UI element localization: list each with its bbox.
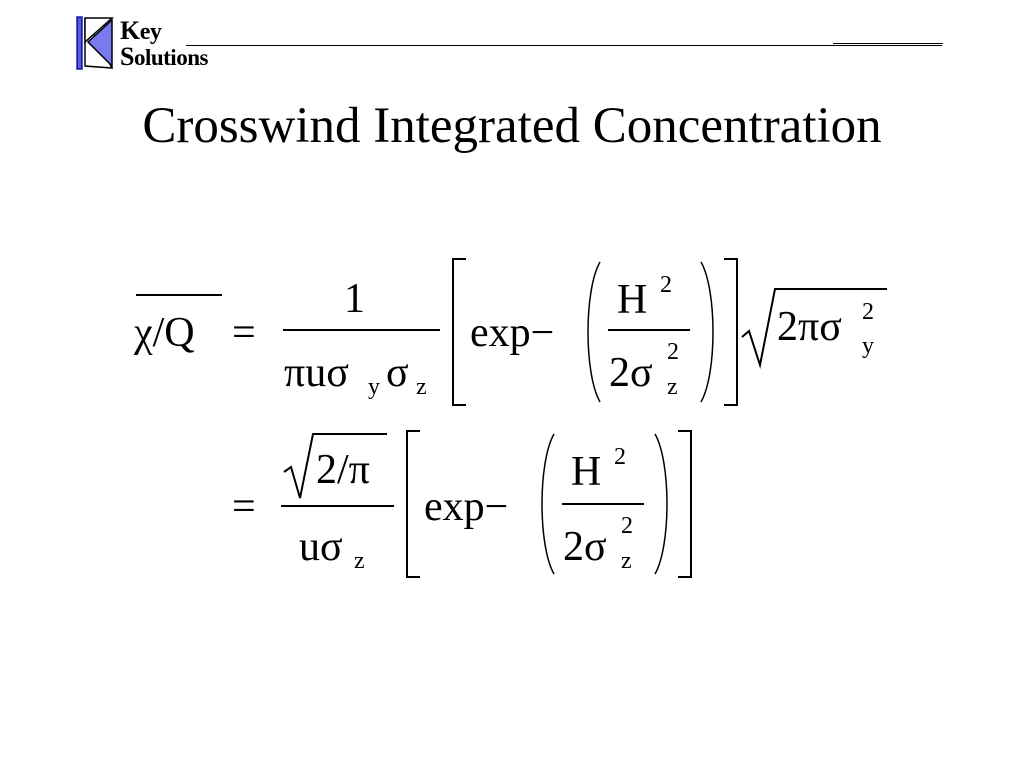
inner-fraction-bar-1 xyxy=(608,329,690,331)
lhs-chi-over-q: χ/Q xyxy=(134,310,195,356)
square-bracket-left-2 xyxy=(406,430,420,578)
fraction-2-denominator: uσ xyxy=(299,524,343,570)
inner-denominator-sub-1: z xyxy=(667,374,678,400)
fraction-1-subscript-z: z xyxy=(416,374,427,400)
logo-text-key: Key xyxy=(120,16,162,45)
company-logo: Key Solutions xyxy=(76,16,216,72)
fraction-2-numerator-radicand: 2/π xyxy=(316,447,370,493)
fraction-1-subscript-y: y xyxy=(368,374,380,400)
logo-text-solutions: Solutions xyxy=(120,42,208,71)
inner-numerator-h-1: H xyxy=(617,277,648,323)
square-bracket-left-1 xyxy=(452,258,466,406)
equals-sign-1: = xyxy=(232,310,256,356)
sqrt-radicand-1: 2πσ xyxy=(777,304,842,350)
inner-denominator-1: 2σ xyxy=(609,350,653,396)
inner-denominator-sup-1: 2 xyxy=(667,339,679,365)
square-bracket-right-1 xyxy=(724,258,738,406)
exp-minus-1: exp− xyxy=(470,310,555,356)
fraction-1-denominator-sigma: σ xyxy=(386,350,409,396)
inner-denominator-2: 2σ xyxy=(563,524,607,570)
inner-numerator-h-2: H xyxy=(571,449,602,495)
inner-numerator-sup-1: 2 xyxy=(660,272,672,298)
fraction-1-denominator-base: πuσ xyxy=(284,350,349,396)
inner-denominator-sub-2: z xyxy=(621,548,632,574)
sqrt-sup-1: 2 xyxy=(862,299,874,325)
equals-sign-2: = xyxy=(232,484,256,530)
fraction-1-bar xyxy=(283,329,440,331)
header-rule-accent xyxy=(833,43,943,44)
paren-left-2 xyxy=(541,433,555,575)
fraction-1-numerator: 1 xyxy=(344,276,365,322)
sqrt-sign-2 xyxy=(283,433,387,499)
paren-left-1 xyxy=(587,261,601,403)
header-rule xyxy=(186,45,942,46)
exp-minus-2: exp− xyxy=(424,484,509,530)
sqrt-sub-1: y xyxy=(862,333,874,359)
fraction-2-subscript-z: z xyxy=(354,548,365,574)
inner-denominator-sup-2: 2 xyxy=(621,513,633,539)
paren-right-2 xyxy=(654,433,668,575)
sqrt-sign-1 xyxy=(741,288,887,369)
inner-numerator-sup-2: 2 xyxy=(614,444,626,470)
fraction-2-bar xyxy=(281,505,394,507)
paren-right-1 xyxy=(700,261,714,403)
slide-title: Crosswind Integrated Concentration xyxy=(142,98,882,154)
lhs-overbar xyxy=(136,294,222,296)
key-solutions-logo-icon xyxy=(76,16,114,70)
square-bracket-right-2 xyxy=(678,430,692,578)
inner-fraction-bar-2 xyxy=(562,503,644,505)
